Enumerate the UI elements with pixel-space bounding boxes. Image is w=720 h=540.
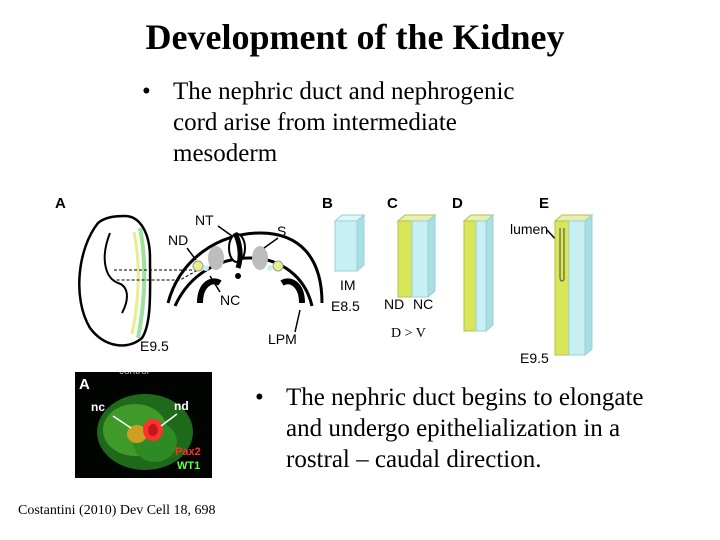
- block-e-nd: [554, 220, 570, 356]
- nc-left: [203, 265, 209, 271]
- label-lpm: LPM: [268, 331, 297, 347]
- nc-right: [267, 265, 273, 271]
- label-im: IM: [340, 277, 356, 293]
- block-e-nc: [568, 220, 586, 356]
- arrow-nt: [217, 225, 233, 237]
- micrograph-marker-pax2: Pax2: [175, 446, 201, 458]
- nc-signal: [127, 425, 147, 443]
- arrow-micro-nc: [112, 415, 132, 429]
- label-s: S: [277, 223, 286, 239]
- cross-section-outline: [166, 231, 324, 304]
- micrograph: control A nc nd Pax2 WT1: [75, 372, 212, 478]
- block-b: [334, 220, 358, 272]
- section-indicator: [114, 269, 200, 281]
- bullet-1-text: The nephric duct and nephrogenic cord ar…: [173, 78, 515, 167]
- citation: Costantini (2010) Dev Cell 18, 698: [18, 503, 216, 518]
- nd-right: [272, 260, 284, 272]
- bullet-2-text: The nephric duct begins to elongate and …: [286, 384, 644, 473]
- label-c-nc: NC: [413, 296, 433, 312]
- block-c-nc: [411, 220, 429, 298]
- embryo-inner-curve: [103, 232, 128, 314]
- lumen-channel: [559, 228, 565, 282]
- label-c-nd: ND: [384, 296, 404, 312]
- label-nt: NT: [195, 212, 214, 228]
- micrograph-marker-wt1: WT1: [177, 460, 201, 472]
- arrow-nc: [209, 275, 221, 293]
- label-lumen: lumen: [510, 221, 548, 237]
- panel-c-label: C: [387, 195, 398, 212]
- nephrogenic-band: [130, 231, 140, 335]
- right-lpm-fold: [280, 278, 305, 304]
- arrow-nd: [186, 247, 197, 261]
- panel-b-label: B: [322, 195, 333, 212]
- micrograph-control: control: [119, 372, 149, 377]
- arrow-micro-nd: [160, 413, 178, 427]
- lpm-layer: [173, 256, 314, 307]
- micrograph-label-nd: nd: [174, 399, 189, 413]
- arrow-lpm: [294, 309, 301, 333]
- orientation-label: D > V: [391, 326, 426, 341]
- micrograph-svg: [97, 394, 193, 470]
- label-nd: ND: [168, 232, 188, 248]
- neural-tube: [232, 231, 243, 269]
- nephric-band: [136, 227, 147, 339]
- slide-title: Development of the Kidney: [145, 17, 565, 57]
- block-c-nd: [397, 220, 413, 298]
- label-stage-b: E8.5: [331, 298, 360, 314]
- micrograph-label-nc: nc: [91, 400, 106, 414]
- panel-e-label: E: [539, 195, 549, 212]
- bullet-1: • The nephric duct and nephrogenic cord …: [142, 76, 562, 169]
- bullet-marker: •: [255, 384, 264, 411]
- notochord: [235, 273, 241, 279]
- nd-left: [192, 260, 204, 272]
- micrograph-panel-label: A: [79, 376, 90, 393]
- somite-right: [252, 246, 268, 270]
- kidney-diagram-svg: A NT S ND NC LPM E9.5 B IM E8.5 C ND NC …: [55, 195, 594, 366]
- kidney-diagram: A NT S ND NC LPM E9.5 B IM E8.5 C ND NC …: [50, 188, 600, 368]
- label-stage-a: E9.5: [140, 338, 169, 354]
- bullet-marker: •: [142, 78, 151, 105]
- nd-signal-core: [148, 424, 158, 436]
- left-lpm-fold: [197, 278, 222, 304]
- block-c-side: [427, 213, 436, 299]
- panel-d-label: D: [452, 195, 463, 212]
- block-e-side: [584, 213, 593, 357]
- somite-left: [208, 246, 224, 270]
- label-nc: NC: [220, 292, 240, 308]
- label-stage-e: E9.5: [520, 350, 549, 366]
- block-b-side: [356, 213, 365, 273]
- block-d-nc: [475, 220, 487, 332]
- panel-a-label: A: [55, 195, 66, 212]
- block-d-nd: [463, 220, 477, 332]
- bullet-2: • The nephric duct begins to elongate an…: [255, 382, 655, 475]
- embryo-outline: [78, 214, 152, 347]
- block-d-side: [485, 213, 494, 333]
- arrow-s: [263, 237, 279, 249]
